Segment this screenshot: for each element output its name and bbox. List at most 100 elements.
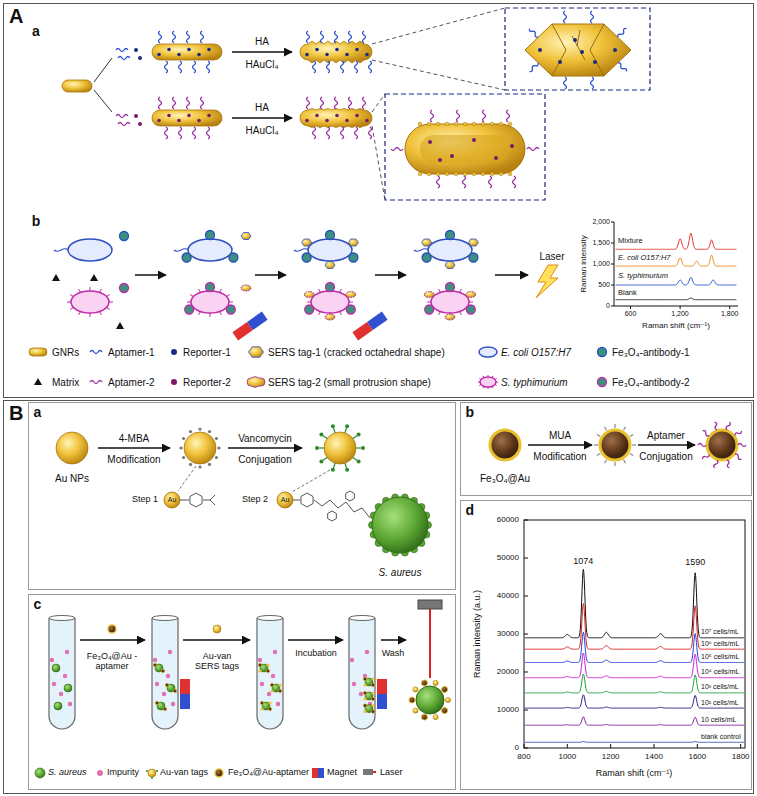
reagent-label: HA — [255, 36, 269, 47]
impurity-dot — [52, 682, 56, 686]
chart-axis — [729, 306, 730, 309]
legend-swatch — [35, 768, 45, 778]
aptamer — [564, 77, 567, 89]
aptamer — [187, 97, 190, 109]
reporter-dot — [335, 48, 339, 52]
reporter-dot — [365, 119, 369, 123]
reporter-dot — [315, 114, 319, 118]
tick-label: 1,000 — [592, 260, 610, 268]
tick-label: 1600 — [688, 753, 706, 762]
molecule-structure — [301, 493, 313, 507]
zoom-line — [372, 60, 505, 90]
molecule-structure — [190, 493, 202, 507]
chart-axis — [611, 243, 614, 244]
salmonella-cell — [431, 291, 469, 313]
step-label: Incubation — [295, 649, 337, 659]
test-tube — [49, 618, 75, 729]
spectrum-trace — [525, 569, 744, 637]
capsule-particle — [472, 172, 476, 176]
process-arrow — [80, 639, 145, 641]
sub-panel-letter: b — [32, 214, 41, 229]
impurity-dot — [155, 682, 159, 686]
trace-label: 10 cells/mL — [700, 716, 737, 724]
spectrum-trace — [525, 632, 744, 662]
peak-label: 1074 — [572, 557, 594, 567]
reporter-dot — [207, 114, 211, 118]
bacterium-label: S. aureus — [379, 567, 422, 578]
aptamer — [179, 127, 182, 139]
panel-letter: B — [4, 401, 28, 425]
tick-label: 2,000 — [592, 218, 610, 226]
grown-nanorod — [300, 109, 372, 128]
aptamer — [591, 77, 594, 89]
legend-swatch — [34, 378, 42, 385]
au-van-tag — [258, 669, 261, 672]
aptamer — [617, 27, 628, 38]
capsule-particle — [427, 122, 431, 126]
step-label: Step 2 — [242, 495, 268, 505]
fe3o4-au-aptamer — [363, 677, 367, 681]
tick-label: 60000 — [497, 516, 519, 525]
aptamer — [507, 110, 510, 122]
reporter-dot — [494, 156, 498, 160]
magnet — [377, 679, 387, 694]
trace-label: E. coli O157:H7 — [617, 254, 672, 262]
capsule-particle — [499, 122, 503, 126]
aptamer — [193, 61, 196, 73]
process-arrow — [228, 447, 302, 449]
antibody-bead — [206, 231, 215, 240]
legend-swatch — [312, 768, 318, 778]
zoom-line — [372, 94, 385, 112]
spectrum-trace — [616, 233, 737, 249]
legend-swatch — [146, 770, 148, 772]
impurity-dot — [365, 650, 369, 654]
legend-label: Fe₃O₄-antibody-2 — [612, 377, 690, 388]
reporter-dot — [167, 48, 171, 52]
tick-label: 1400 — [645, 753, 663, 762]
impurity-dot — [260, 682, 264, 686]
antibody-bead — [206, 283, 215, 292]
reporter-dot — [355, 114, 359, 118]
step-label: Modification — [533, 451, 586, 462]
step-label: Conjugation — [238, 454, 291, 465]
capsule-particle — [481, 172, 485, 176]
test-tube — [152, 618, 178, 729]
legend-label: Au-van tags — [160, 768, 208, 778]
mba-molecule — [215, 456, 218, 459]
reporter-dot — [134, 48, 138, 52]
laser-beam — [429, 609, 431, 678]
vancomycin-branch — [331, 424, 335, 428]
panel-letter: d — [461, 502, 480, 519]
impurity-dot — [258, 658, 262, 662]
chart-axis — [611, 306, 614, 307]
trace-label: Blank — [617, 289, 638, 297]
capsule-particle — [499, 172, 503, 176]
reporter-dot — [335, 114, 339, 118]
impurity-dot — [350, 658, 354, 662]
molecule-structure — [346, 491, 355, 501]
trace-label: 10⁶ cells/mL — [700, 640, 740, 648]
reporter-dot — [325, 119, 329, 123]
reporter-dot — [538, 48, 542, 52]
reporter-dot — [593, 60, 597, 64]
panel-frame: A — [3, 3, 754, 398]
legend-swatch — [312, 768, 324, 778]
particle-label: Au — [168, 496, 177, 504]
gold-nanoparticle — [324, 432, 356, 464]
chart-tick — [524, 634, 528, 635]
legend-swatch — [363, 769, 373, 775]
impurity-dot — [168, 650, 172, 654]
magnet — [367, 312, 387, 331]
test-tube — [49, 616, 75, 621]
branch-line — [94, 90, 112, 112]
aptamer — [349, 31, 352, 43]
legend-swatch — [479, 347, 497, 357]
mua-chain — [632, 444, 636, 445]
aptamer — [734, 430, 742, 437]
sers-tag — [241, 233, 251, 240]
trace-label: 10⁵ cells/mL — [700, 653, 740, 661]
tick-label: 20000 — [497, 668, 519, 677]
magnet — [232, 312, 267, 341]
fe3o4-au-particle — [490, 430, 520, 460]
